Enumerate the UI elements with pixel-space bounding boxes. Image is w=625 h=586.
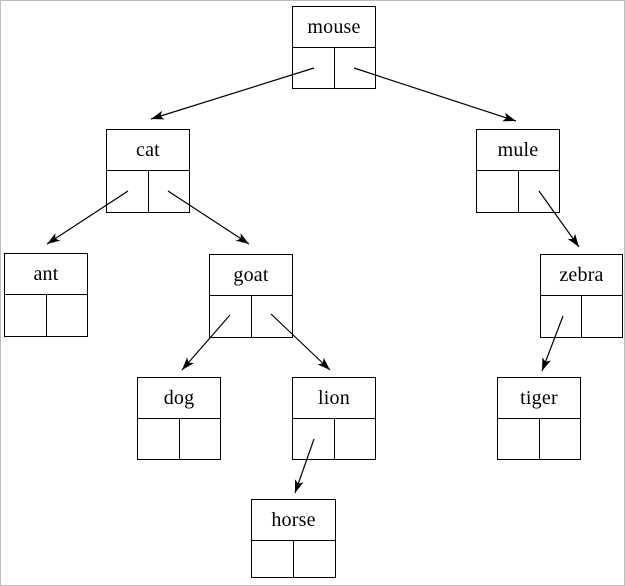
edge-mouse-right-to-mule	[353, 67, 517, 122]
node-goat-right-pointer	[252, 296, 293, 337]
node-dog-left-pointer	[138, 419, 180, 459]
node-mouse-pointers	[293, 48, 375, 88]
node-label-mouse: mouse	[293, 7, 375, 48]
node-zebra-right-pointer	[582, 296, 622, 337]
edge-mouse-left-to-cat	[150, 67, 315, 120]
node-mule-left-pointer	[477, 171, 519, 212]
node-tiger-right-pointer	[540, 419, 581, 459]
node-ant-pointers	[5, 295, 87, 336]
tree-node-dog: dog	[137, 377, 221, 460]
tree-node-tiger: tiger	[497, 377, 581, 460]
node-mouse-right-pointer	[335, 48, 376, 88]
tree-node-goat: goat	[209, 254, 293, 338]
node-label-ant: ant	[5, 254, 87, 295]
node-goat-left-pointer	[210, 296, 252, 337]
node-ant-right-pointer	[47, 295, 88, 336]
node-label-cat: cat	[107, 130, 189, 171]
node-horse-pointers	[252, 541, 335, 577]
node-mule-pointers	[477, 171, 559, 212]
node-label-tiger: tiger	[498, 378, 580, 419]
node-ant-left-pointer	[5, 295, 47, 336]
node-label-dog: dog	[138, 378, 220, 419]
node-cat-pointers	[107, 171, 189, 212]
tree-node-cat: cat	[106, 129, 190, 213]
node-label-zebra: zebra	[541, 255, 622, 296]
node-tiger-pointers	[498, 419, 580, 459]
node-label-horse: horse	[252, 500, 335, 541]
tree-node-lion: lion	[292, 377, 376, 460]
node-mule-right-pointer	[519, 171, 560, 212]
node-zebra-left-pointer	[541, 296, 582, 337]
node-cat-left-pointer	[107, 171, 149, 212]
node-zebra-pointers	[541, 296, 622, 337]
tree-node-ant: ant	[4, 253, 88, 337]
node-mouse-left-pointer	[293, 48, 335, 88]
node-label-mule: mule	[477, 130, 559, 171]
tree-node-mule: mule	[476, 129, 560, 213]
node-horse-right-pointer	[294, 541, 335, 577]
node-label-lion: lion	[293, 378, 375, 419]
node-cat-right-pointer	[149, 171, 190, 212]
node-lion-left-pointer	[293, 419, 335, 459]
node-horse-left-pointer	[252, 541, 294, 577]
node-dog-right-pointer	[180, 419, 221, 459]
tree-node-mouse: mouse	[292, 6, 376, 89]
node-lion-pointers	[293, 419, 375, 459]
tree-node-horse: horse	[251, 499, 336, 578]
node-label-goat: goat	[210, 255, 292, 296]
tree-node-zebra: zebra	[540, 254, 623, 338]
node-tiger-left-pointer	[498, 419, 540, 459]
node-dog-pointers	[138, 419, 220, 459]
node-goat-pointers	[210, 296, 292, 337]
node-lion-right-pointer	[335, 419, 376, 459]
